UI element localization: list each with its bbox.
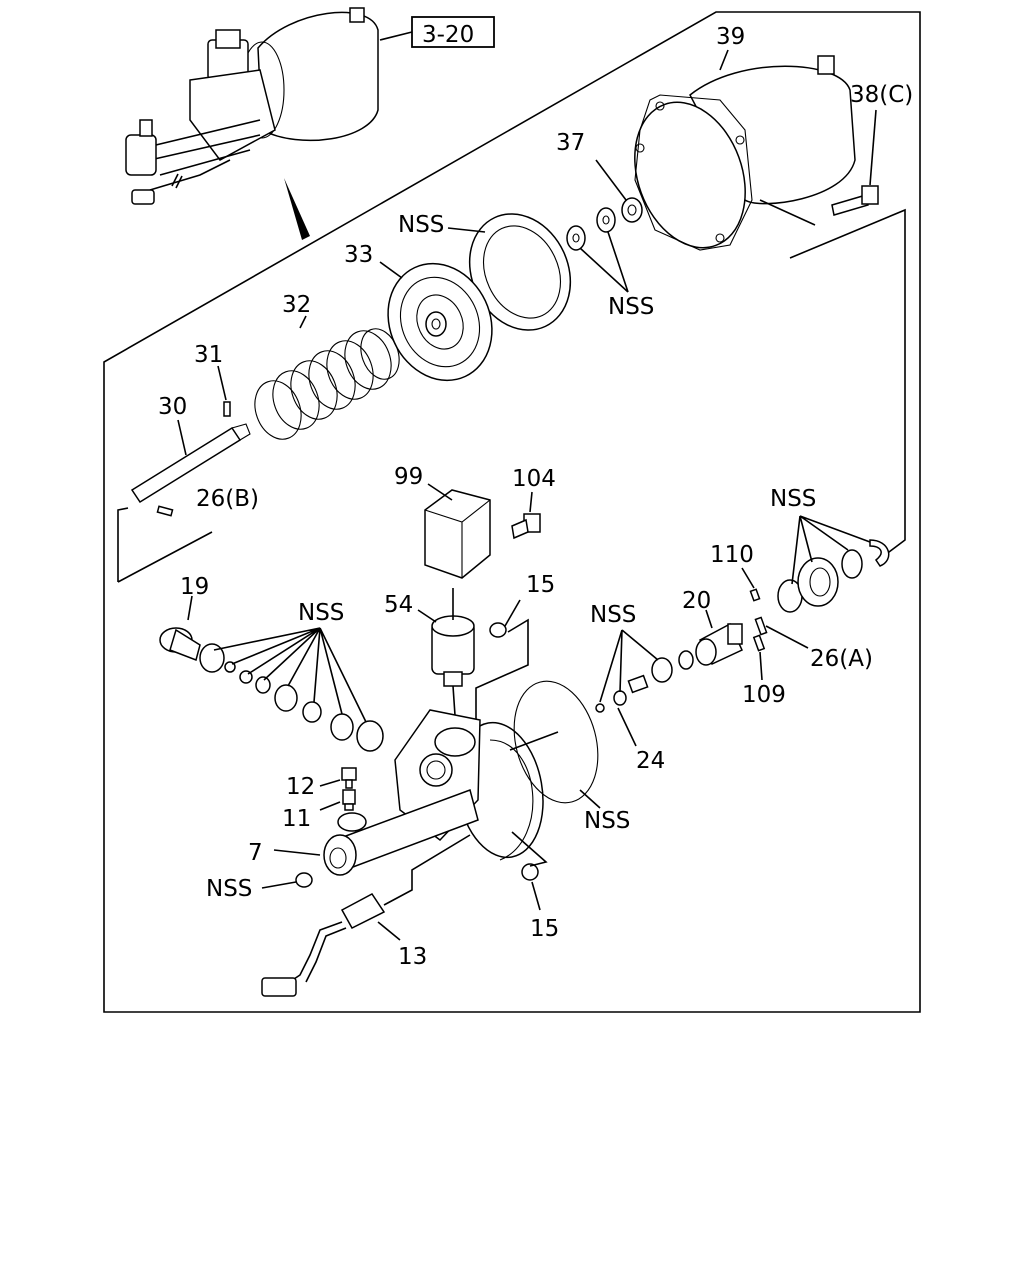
label-nss-left: NSS bbox=[298, 600, 344, 626]
label-13: 13 bbox=[398, 944, 427, 970]
label-32: 32 bbox=[282, 292, 311, 318]
part-15-nut-top bbox=[489, 622, 507, 638]
assembly-thumbnail bbox=[125, 7, 379, 205]
part-24-screw bbox=[627, 674, 649, 694]
label-38c: 38(C) bbox=[850, 82, 913, 108]
part-39-housing bbox=[634, 55, 856, 251]
nss-gasket bbox=[513, 680, 599, 804]
view-arrow bbox=[284, 178, 310, 240]
label-99: 99 bbox=[394, 464, 423, 490]
label-20: 20 bbox=[682, 588, 711, 614]
part-13-harness bbox=[261, 834, 471, 997]
label-30: 30 bbox=[158, 394, 187, 420]
part-104-screw bbox=[511, 513, 541, 540]
part-54-valve bbox=[431, 615, 475, 687]
label-7: 7 bbox=[248, 840, 263, 866]
label-31: 31 bbox=[194, 342, 223, 368]
part-109-pin bbox=[752, 634, 766, 652]
ref-box bbox=[411, 16, 495, 48]
part-15-nut-bottom bbox=[521, 863, 539, 881]
part-30-rod bbox=[130, 423, 251, 504]
part-99-cover bbox=[424, 489, 491, 579]
label-33: 33 bbox=[344, 242, 373, 268]
label-110: 110 bbox=[710, 542, 754, 568]
label-104: 104 bbox=[512, 466, 556, 492]
part-26b-pin bbox=[156, 505, 174, 517]
label-39: 39 bbox=[716, 24, 745, 50]
part-31-pin bbox=[223, 401, 231, 417]
part-20-plunger bbox=[695, 622, 743, 666]
part-26a-pin bbox=[754, 616, 768, 636]
label-nss-right: NSS bbox=[770, 486, 816, 512]
label-nss-plug: NSS bbox=[206, 876, 252, 902]
nss-plug bbox=[295, 872, 313, 888]
part-32-spring bbox=[254, 328, 400, 440]
label-11: 11 bbox=[282, 806, 311, 832]
part-38c-bolt bbox=[831, 185, 879, 216]
part-110-pin bbox=[749, 588, 761, 602]
label-54: 54 bbox=[384, 592, 413, 618]
label-26b: 26(B) bbox=[196, 486, 259, 512]
label-19: 19 bbox=[180, 574, 209, 600]
part-33-piston bbox=[387, 262, 493, 382]
exploded-view-frame bbox=[103, 11, 921, 1013]
part-19-fitting bbox=[159, 627, 225, 673]
part-37-nut bbox=[621, 197, 643, 223]
nss-washer-1 bbox=[566, 225, 586, 251]
ref-box-label: 3-20 bbox=[422, 22, 474, 48]
nss-seal-ring bbox=[468, 213, 572, 331]
label-nss-top: NSS bbox=[398, 212, 444, 238]
label-nss-mid: NSS bbox=[590, 602, 636, 628]
label-109: 109 bbox=[742, 682, 786, 708]
label-15-bottom: 15 bbox=[530, 916, 559, 942]
label-nss-gasket: NSS bbox=[584, 808, 630, 834]
main-body bbox=[323, 709, 544, 876]
ref-leader-line bbox=[379, 31, 413, 41]
nss-washer-2 bbox=[596, 207, 616, 233]
nss-right-seals bbox=[777, 539, 890, 613]
label-26a: 26(A) bbox=[810, 646, 873, 672]
part-11-valve bbox=[342, 789, 356, 811]
label-15-top: 15 bbox=[526, 572, 555, 598]
label-24: 24 bbox=[636, 748, 665, 774]
part-12-screw bbox=[341, 767, 357, 789]
label-12: 12 bbox=[286, 774, 315, 800]
label-nss-washers: NSS bbox=[608, 294, 654, 320]
label-37: 37 bbox=[556, 130, 585, 156]
